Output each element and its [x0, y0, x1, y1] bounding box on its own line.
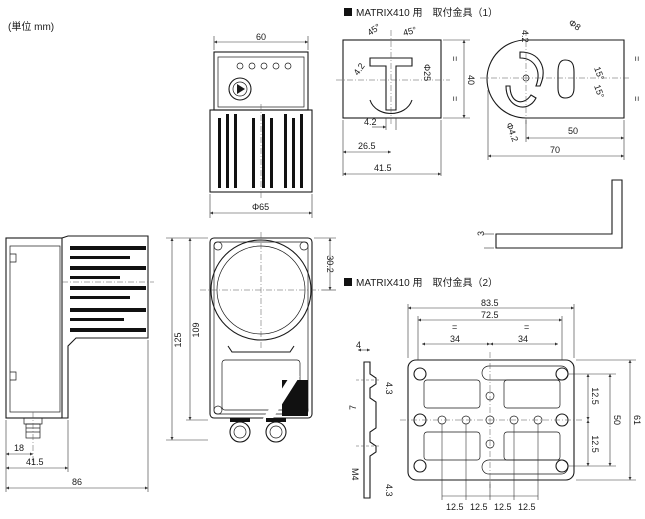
b1-dim-41-5: 41.5	[374, 163, 392, 173]
b2-dim-12-5-1: 12.5	[446, 502, 464, 512]
bracket-1: MATRIX410 用 取付金具（1） 45° 45° 4.2 Φ25 40 =…	[336, 6, 642, 249]
b2-dim-7: 7	[348, 405, 358, 410]
b2-dim-72-5: 72.5	[481, 310, 499, 320]
b2-dim-12-5-3: 12.5	[494, 502, 512, 512]
b2-dim-34b: 34	[518, 334, 528, 344]
unit-label: (単位 mm)	[8, 20, 54, 33]
b1-dim-4-2: 4.2	[364, 117, 377, 127]
b1-dim-4-2-left: 4.2	[351, 61, 366, 77]
bracket2-title: MATRIX410 用 取付金具（2）	[356, 276, 498, 289]
b1-phi25: Φ25	[422, 64, 432, 81]
b2-eq-1: =	[452, 322, 457, 332]
b1-phi8: Φ8	[567, 17, 583, 32]
bracket1-title: MATRIX410 用 取付金具（1）	[356, 6, 498, 19]
b1-dim-70: 70	[550, 145, 560, 155]
side-view: 18 41.5 86	[5, 235, 154, 492]
dim-18: 18	[14, 443, 24, 453]
b2-dim-12-5b: 12.5	[590, 435, 600, 453]
dim-width-60: 60	[256, 32, 266, 42]
dim-86: 86	[72, 477, 82, 487]
b2-dim-4-3b: 4.3	[384, 484, 394, 497]
b2-dim-12-5a: 12.5	[590, 387, 600, 405]
b1-eq-2: =	[450, 96, 460, 101]
b2-eq-2: =	[524, 322, 529, 332]
dim-109: 109	[191, 322, 201, 337]
b1-angle-15a: 15°	[592, 65, 606, 82]
b2-dim-12-5-4: 12.5	[518, 502, 536, 512]
b2-dim-4: 4	[356, 340, 361, 350]
dim-30-2: 30.2	[325, 255, 335, 273]
bracket-2: MATRIX410 用 取付金具（2） 4 4.3 7 M4 4.3	[344, 276, 642, 512]
b2-dim-50: 50	[612, 415, 622, 425]
b1-eq-3: =	[632, 56, 642, 61]
dim-125: 125	[173, 332, 183, 347]
b2-dim-12-5-2: 12.5	[470, 502, 488, 512]
dim-41-5: 41.5	[26, 457, 44, 467]
b1-phi4-2: Φ4.2	[504, 121, 520, 143]
b2-dim-34a: 34	[450, 334, 460, 344]
front-view: 125 109 30.2	[166, 232, 336, 443]
b1-angle-45-left: 45°	[365, 21, 382, 37]
b1-eq-4: =	[632, 96, 642, 101]
b2-dim-m4: M4	[350, 468, 360, 481]
dim-diameter-65: Φ65	[252, 202, 269, 212]
b1-dim-50: 50	[568, 126, 578, 136]
b1-dim-26-5: 26.5	[358, 141, 376, 151]
top-view: 60 Φ65	[209, 32, 313, 218]
b1-dim-4-2-top: 4.2	[520, 30, 530, 43]
b2-dim-83-5: 83.5	[481, 298, 499, 308]
b2-dim-61: 61	[632, 415, 642, 425]
b1-dim-40: 40	[466, 75, 476, 85]
b1-angle-45-right: 45°	[402, 25, 418, 38]
b1-angle-15b: 15°	[592, 83, 606, 100]
b1-eq-1: =	[450, 56, 460, 61]
b2-dim-4-3a: 4.3	[384, 382, 394, 395]
b1-dim-3: 3	[476, 231, 486, 236]
